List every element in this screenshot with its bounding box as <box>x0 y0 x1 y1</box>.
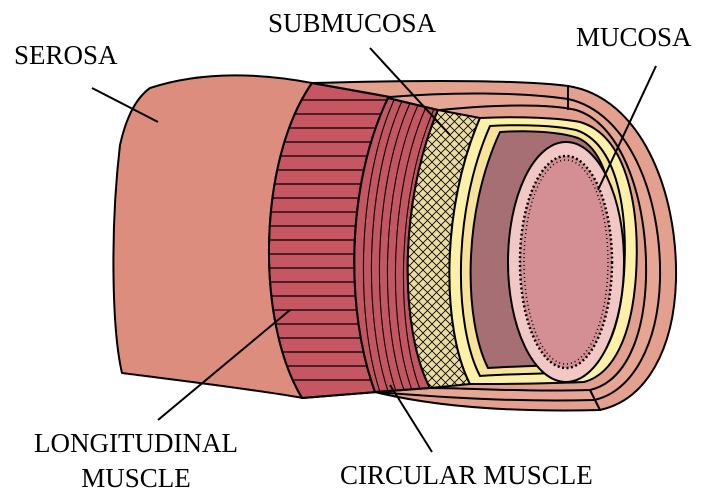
mucosa-label: MUCOSA <box>576 24 692 51</box>
submucosa-label: SUBMUCOSA <box>268 10 436 37</box>
serosa-label: SEROSA <box>14 42 118 69</box>
longitudinal-muscle-label-line2: MUSCLE <box>4 465 268 492</box>
longitudinal-muscle-label-line1: LONGITUDINAL <box>4 430 268 457</box>
longitudinal-muscle-label: LONGITUDINAL MUSCLE <box>4 430 268 492</box>
circular-muscle-label: CIRCULAR MUSCLE <box>340 462 593 489</box>
